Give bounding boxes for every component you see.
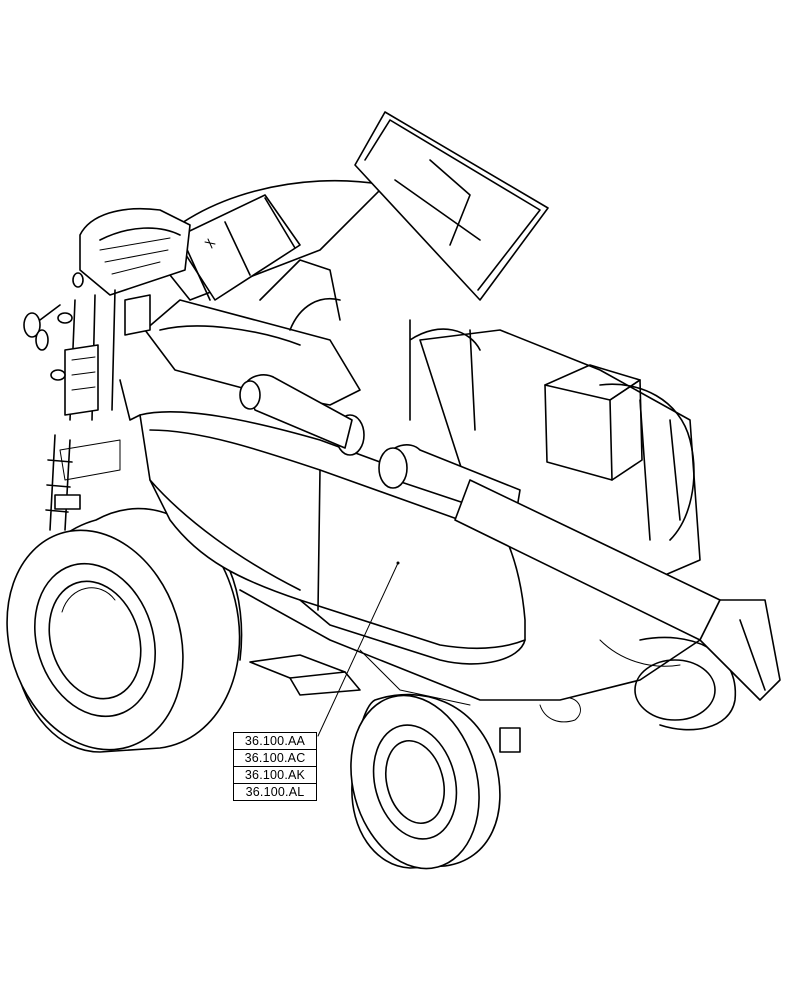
reference-code[interactable]: 36.100.AL — [245, 785, 305, 799]
side-mirror — [23, 272, 84, 381]
front-right-wheel — [350, 693, 501, 870]
tank-cover-left — [149, 179, 386, 301]
reference-code[interactable]: 36.100.AK — [234, 767, 316, 784]
grain-tank — [144, 259, 365, 456]
front-left-wheel — [634, 636, 737, 731]
callout-leader-line — [317, 562, 399, 737]
unloading-auger — [454, 479, 781, 701]
machine-body — [45, 379, 701, 753]
reference-callout-box: 36.100.AA 36.100.AC 36.100.AK 36.100.AL — [233, 732, 317, 801]
cab — [64, 207, 191, 421]
callout-leader-dot — [396, 561, 400, 565]
reference-code[interactable]: 36.100.AC — [234, 750, 316, 767]
tank-cover-right — [354, 111, 549, 301]
rear-left-wheel — [6, 507, 243, 753]
reference-code[interactable]: 36.100.AA — [234, 733, 316, 750]
